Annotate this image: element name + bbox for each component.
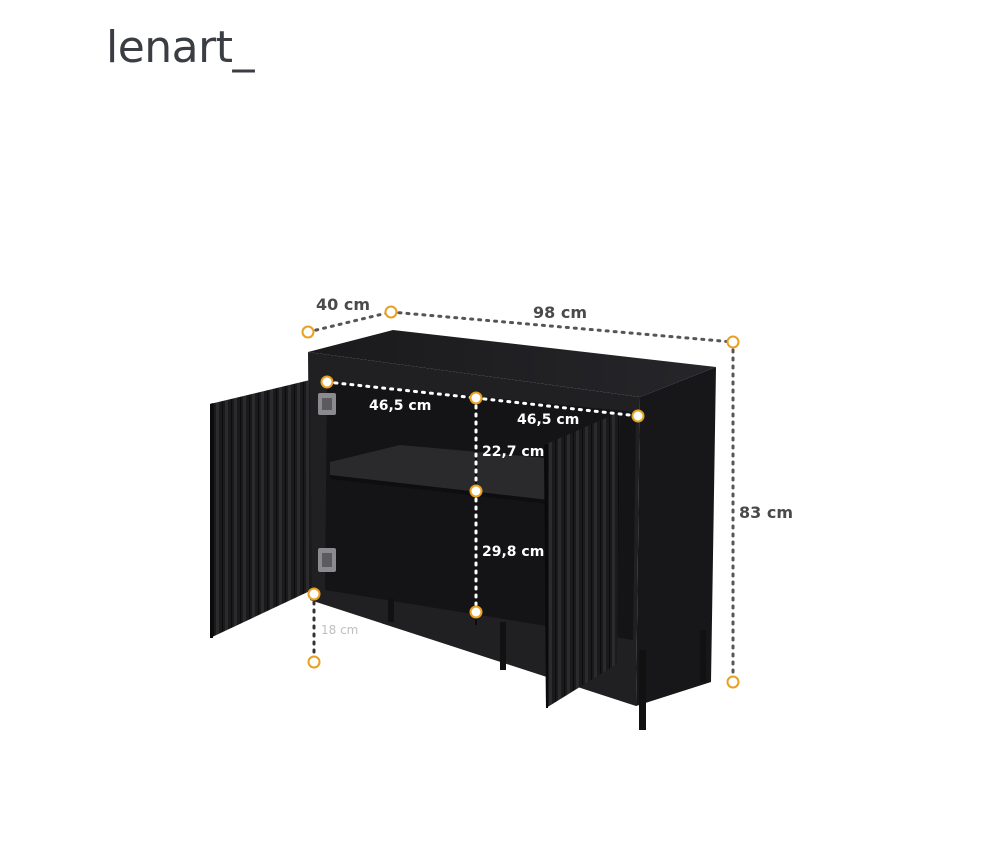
marker-width-end bbox=[726, 335, 740, 349]
cabinet-legs bbox=[388, 598, 706, 730]
brand-name: lenart bbox=[106, 22, 233, 73]
marker-inner-right bbox=[631, 409, 645, 423]
label-upper-compartment: 22,7 cm bbox=[482, 444, 544, 460]
leg-front-right bbox=[639, 650, 646, 730]
cabinet-side bbox=[636, 367, 716, 706]
marker-height-end bbox=[726, 675, 740, 689]
hinge-top bbox=[318, 393, 336, 415]
right-door bbox=[544, 412, 620, 708]
leg-back-left bbox=[388, 598, 394, 622]
label-height: 83 cm bbox=[739, 503, 793, 522]
inner-dimension-lines bbox=[325, 380, 640, 614]
hinge-bottom bbox=[318, 548, 336, 572]
marker-depth-start bbox=[301, 325, 315, 339]
inner-width-left-line bbox=[325, 380, 478, 400]
label-leg-height: 18 cm bbox=[321, 623, 358, 637]
depth-line bbox=[306, 310, 393, 334]
width-line bbox=[389, 310, 735, 344]
marker-leg-bottom bbox=[307, 655, 321, 669]
marker-bottom bbox=[469, 605, 483, 619]
label-inner-width-right: 46,5 cm bbox=[517, 412, 579, 428]
marker-depth-end bbox=[384, 305, 398, 319]
leg-back-right bbox=[700, 630, 706, 682]
label-lower-compartment: 29,8 cm bbox=[482, 544, 544, 560]
dimension-markers bbox=[301, 305, 740, 689]
label-inner-width-left: 46,5 cm bbox=[369, 398, 431, 414]
marker-inner-left bbox=[320, 375, 334, 389]
leg-front-left bbox=[500, 622, 506, 670]
inner-width-right-line bbox=[474, 396, 640, 418]
outer-dimension-lines bbox=[306, 310, 735, 684]
left-door bbox=[210, 380, 312, 638]
label-width: 98 cm bbox=[533, 303, 587, 322]
marker-shelf bbox=[469, 484, 483, 498]
right-door-panel bbox=[544, 412, 620, 708]
cabinet-top bbox=[308, 330, 716, 397]
left-door-panel bbox=[210, 380, 312, 638]
marker-inner-center bbox=[469, 391, 483, 405]
marker-leg-top bbox=[307, 587, 321, 601]
brand-logo: lenart_ bbox=[106, 26, 254, 70]
brand-mark: _ bbox=[232, 22, 255, 73]
label-depth: 40 cm bbox=[316, 295, 370, 314]
shelf bbox=[330, 445, 548, 500]
